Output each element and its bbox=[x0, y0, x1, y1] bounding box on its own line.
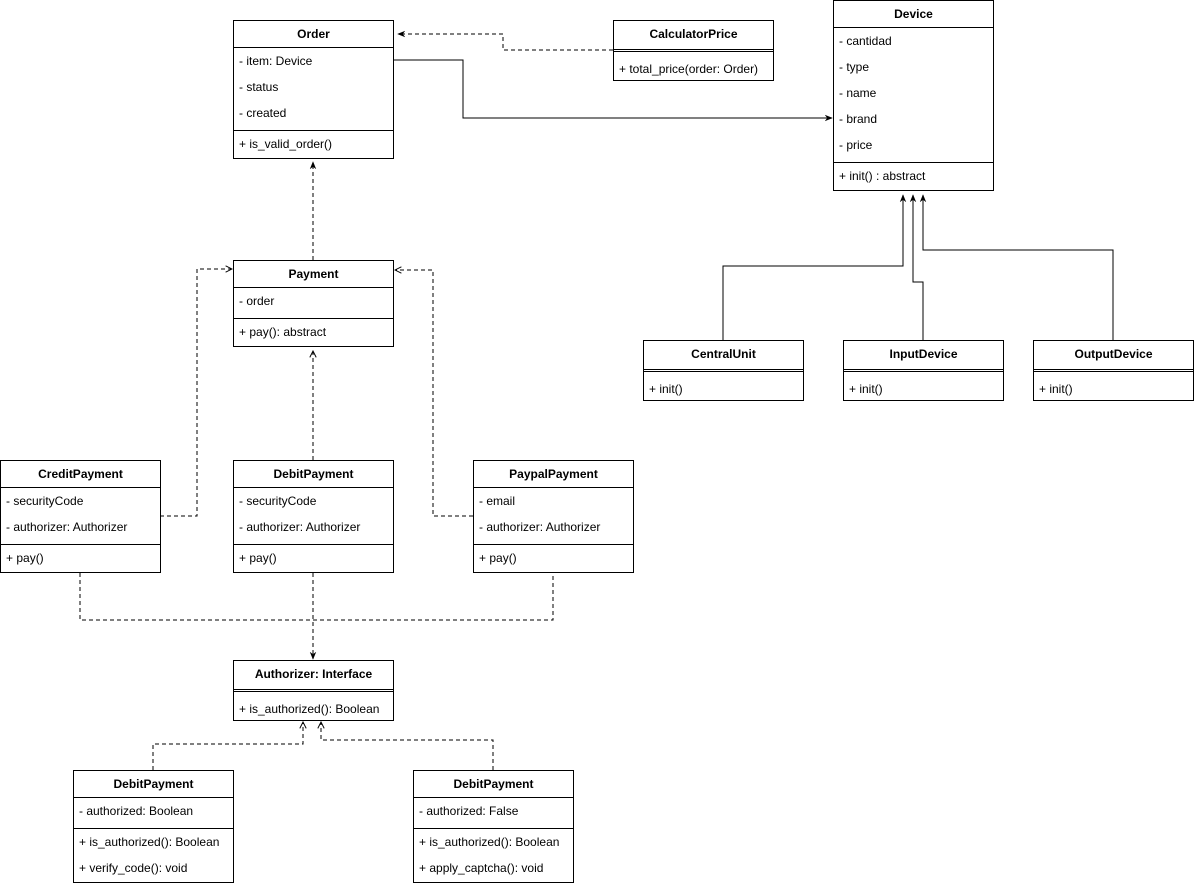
class-title: OutputDevice bbox=[1034, 341, 1193, 372]
class-title: DebitPayment bbox=[74, 771, 233, 798]
class-title: Authorizer: Interface bbox=[234, 661, 393, 692]
method: + pay(): abstract bbox=[239, 325, 327, 339]
attribute: - cantidad bbox=[839, 34, 892, 48]
attribute: - name bbox=[839, 86, 877, 100]
divider bbox=[414, 828, 573, 829]
paypal-to-payment-realization bbox=[395, 270, 473, 517]
attribute: - authorizer: Authorizer bbox=[239, 520, 361, 534]
class-payment[interactable]: Payment - order + pay(): abstract bbox=[233, 260, 394, 347]
attribute: - item: Device bbox=[239, 54, 313, 68]
class-title: CreditPayment bbox=[1, 461, 160, 488]
class-calculator-price[interactable]: CalculatorPrice + total_price(order: Ord… bbox=[613, 20, 774, 81]
attribute: - authorizer: Authorizer bbox=[6, 520, 128, 534]
attribute: - securityCode bbox=[6, 494, 84, 508]
method: + pay() bbox=[479, 551, 517, 565]
credit-to-authorizer-dependency bbox=[79, 573, 554, 621]
inputdevice-to-device-line bbox=[909, 194, 924, 340]
method: + is_authorized(): Boolean bbox=[419, 835, 560, 849]
method: + is_authorized(): Boolean bbox=[79, 835, 220, 849]
divider bbox=[234, 318, 393, 319]
divider bbox=[834, 162, 993, 163]
method: + init() : abstract bbox=[839, 169, 926, 183]
class-title: Payment bbox=[234, 261, 393, 288]
divider bbox=[74, 828, 233, 829]
method: + pay() bbox=[6, 551, 44, 565]
method: + init() bbox=[849, 382, 883, 396]
attribute: - status bbox=[239, 80, 279, 94]
method: + verify_code(): void bbox=[79, 861, 188, 875]
class-output-device[interactable]: OutputDevice + init() bbox=[1033, 340, 1194, 401]
divider bbox=[234, 544, 393, 545]
divider bbox=[474, 544, 633, 545]
method: + is_valid_order() bbox=[239, 137, 333, 151]
class-input-device[interactable]: InputDevice + init() bbox=[843, 340, 1004, 401]
method: + apply_captcha(): void bbox=[419, 861, 544, 875]
order-to-device-association bbox=[393, 59, 833, 122]
method: + pay() bbox=[239, 551, 277, 565]
class-debit-payment-authorizer-left[interactable]: DebitPayment - authorized: Boolean + is_… bbox=[73, 770, 234, 883]
divider bbox=[1, 544, 160, 545]
class-title: Device bbox=[834, 1, 993, 28]
attribute: - type bbox=[839, 60, 870, 74]
method: + init() bbox=[1039, 382, 1073, 396]
attribute: - authorizer: Authorizer bbox=[479, 520, 601, 534]
class-title: DebitPayment bbox=[414, 771, 573, 798]
attribute: - authorized: False bbox=[419, 804, 519, 818]
divider bbox=[234, 130, 393, 131]
class-title: CalculatorPrice bbox=[614, 21, 773, 52]
class-device[interactable]: Device - cantidad - type - name - brand … bbox=[833, 0, 994, 191]
class-credit-payment[interactable]: CreditPayment - securityCode - authorize… bbox=[0, 460, 161, 573]
class-title: DebitPayment bbox=[234, 461, 393, 488]
class-title: Order bbox=[234, 21, 393, 48]
attribute: - price bbox=[839, 138, 873, 152]
attribute: - brand bbox=[839, 112, 878, 126]
class-title: InputDevice bbox=[844, 341, 1003, 372]
class-central-unit[interactable]: CentralUnit + init() bbox=[643, 340, 804, 401]
method: + total_price(order: Order) bbox=[619, 62, 759, 76]
class-paypal-payment[interactable]: PaypalPayment - email - authorizer: Auth… bbox=[473, 460, 634, 573]
centralunit-to-device-line bbox=[722, 194, 907, 340]
credit-to-payment-realization bbox=[160, 269, 232, 517]
attribute: - email bbox=[479, 494, 516, 508]
method: + init() bbox=[649, 382, 683, 396]
class-debit-payment[interactable]: DebitPayment - securityCode - authorizer… bbox=[233, 460, 394, 573]
calculator-to-order-dependency bbox=[397, 30, 613, 51]
class-debit-payment-authorizer-right[interactable]: DebitPayment - authorized: False + is_au… bbox=[413, 770, 574, 883]
outputdevice-to-device-line bbox=[919, 194, 1114, 340]
attribute: - securityCode bbox=[239, 494, 317, 508]
class-title: PaypalPayment bbox=[474, 461, 633, 488]
method: + is_authorized(): Boolean bbox=[239, 702, 380, 716]
attribute: - order bbox=[239, 294, 275, 308]
auth-left-to-authorizer-realization bbox=[152, 722, 303, 770]
class-title: CentralUnit bbox=[644, 341, 803, 372]
class-authorizer-interface[interactable]: Authorizer: Interface + is_authorized():… bbox=[233, 660, 394, 721]
attribute: - created bbox=[239, 106, 287, 120]
auth-right-to-authorizer-realization bbox=[321, 722, 494, 770]
attribute: - authorized: Boolean bbox=[79, 804, 194, 818]
class-order[interactable]: Order - item: Device - status - created … bbox=[233, 20, 394, 159]
